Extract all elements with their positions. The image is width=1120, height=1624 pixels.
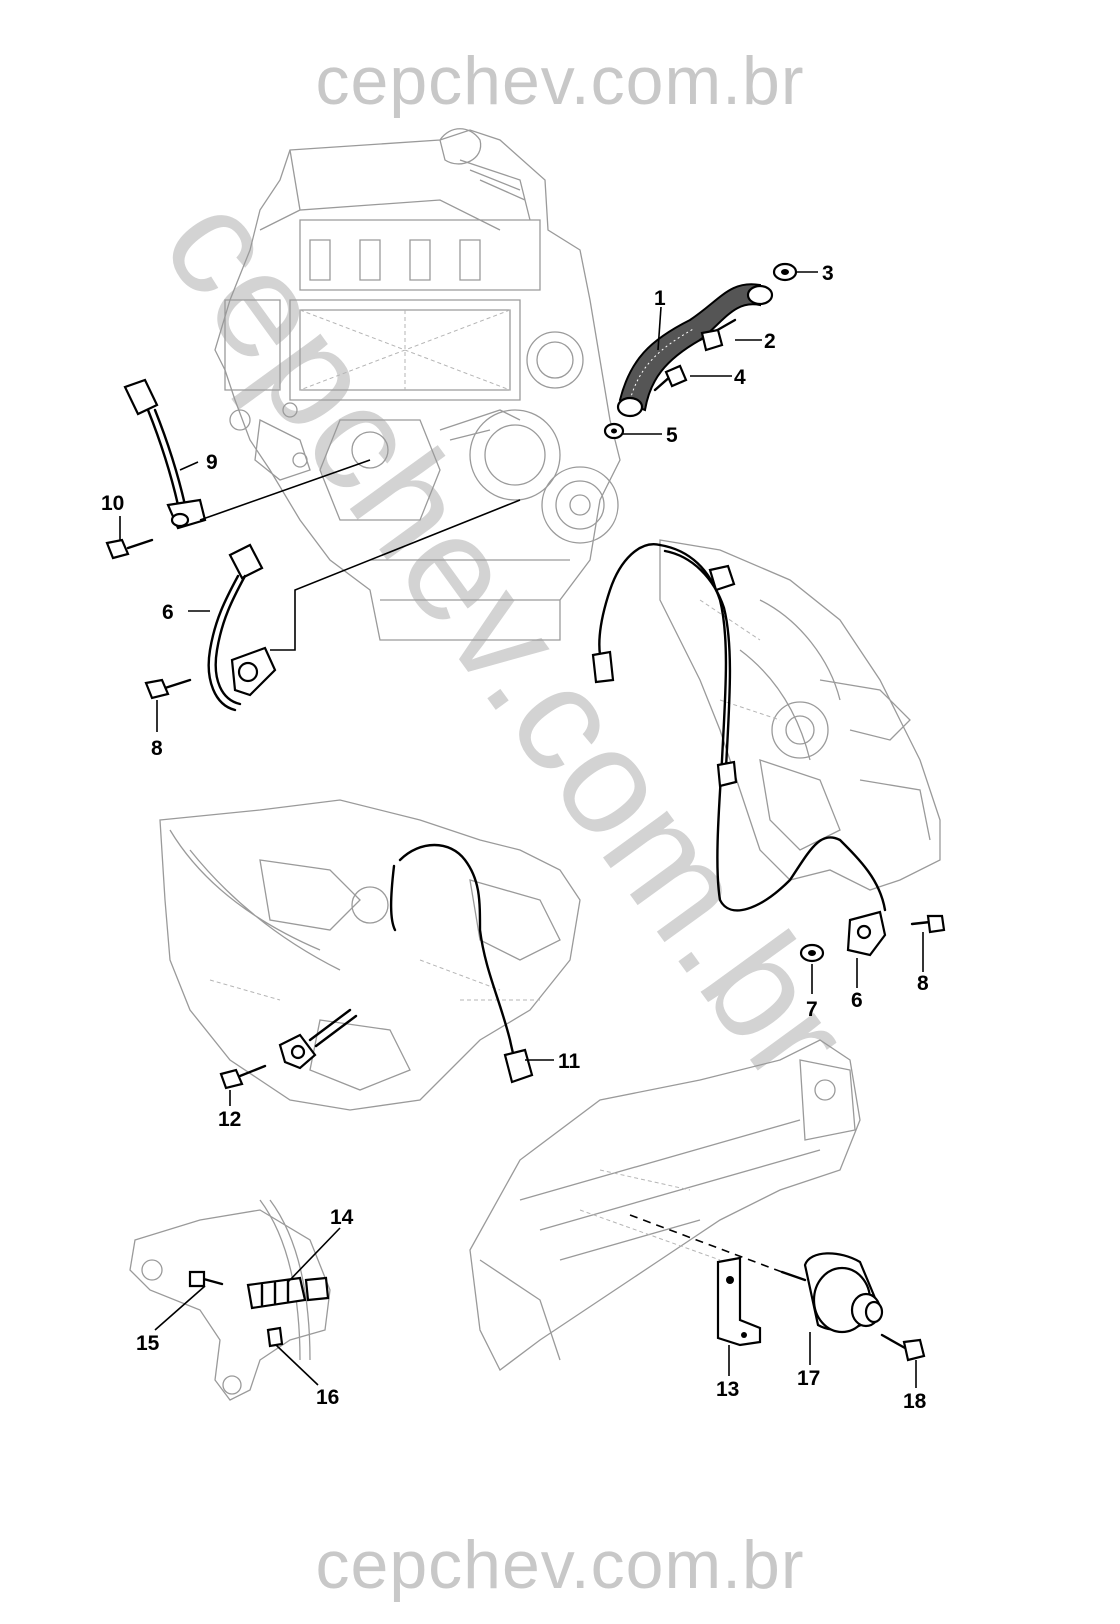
- callout-6-left: 6: [162, 601, 174, 624]
- bracket-drawing: [129, 1199, 331, 1401]
- bracket-13: [716, 1256, 762, 1347]
- leader-9-to-engine: [199, 459, 371, 521]
- ground-strap: [616, 283, 774, 418]
- sensor-9: [123, 378, 207, 530]
- chassis-drawing: [469, 1039, 861, 1371]
- callout-15: 15: [136, 1332, 160, 1355]
- harness-6-right: [591, 543, 887, 957]
- bolt-15: [188, 1270, 224, 1288]
- leader-6-to-engine: [270, 499, 521, 651]
- leader-17-dashed: [629, 1214, 791, 1276]
- callout-6-right: 6: [851, 989, 863, 1012]
- callout-7: 7: [806, 998, 818, 1021]
- callout-2: 2: [764, 330, 776, 353]
- leader-lines: [119, 271, 924, 1388]
- callout-10: 10: [101, 492, 124, 515]
- harness-11: [278, 843, 534, 1084]
- callout-9: 9: [206, 451, 218, 474]
- switch-17: [780, 1252, 884, 1334]
- callout-11: 11: [558, 1050, 581, 1073]
- callout-12: 12: [218, 1108, 241, 1131]
- bolt-4: [653, 364, 688, 392]
- callout-5: 5: [666, 424, 678, 447]
- engine-block-drawing: [214, 128, 621, 641]
- nut-3: [772, 262, 798, 282]
- callout-8-left: 8: [151, 737, 163, 760]
- callout-4: 4: [734, 366, 746, 389]
- engine-side-drawing: [659, 539, 941, 891]
- callout-numbers: 1 2 3 4 5 6 6 7 8 8 9 10 11 12 13 14 15 …: [101, 262, 929, 1413]
- connector-14: [246, 1276, 330, 1310]
- washer-7: [799, 943, 825, 963]
- callout-17: 17: [797, 1367, 820, 1390]
- callout-18: 18: [903, 1390, 927, 1413]
- callout-14: 14: [330, 1206, 354, 1229]
- callout-1: 1: [654, 287, 666, 310]
- washer-5: [603, 422, 625, 440]
- callout-13: 13: [716, 1378, 739, 1401]
- bolt-8-left: [144, 678, 192, 700]
- watermark-top: cepchev.com.br: [315, 43, 805, 119]
- callout-16: 16: [316, 1386, 339, 1409]
- bolt-18: [880, 1333, 926, 1362]
- callout-3: 3: [822, 262, 834, 285]
- clip-16: [266, 1326, 284, 1348]
- bolt-12: [219, 1064, 267, 1090]
- watermark-bottom: cepchev.com.br: [315, 1527, 805, 1603]
- bolt-10: [105, 538, 154, 560]
- sensor-6-left: [207, 543, 277, 712]
- bolt-2: [698, 318, 737, 352]
- callout-8-right: 8: [917, 972, 929, 995]
- bolt-8-right: [910, 914, 946, 934]
